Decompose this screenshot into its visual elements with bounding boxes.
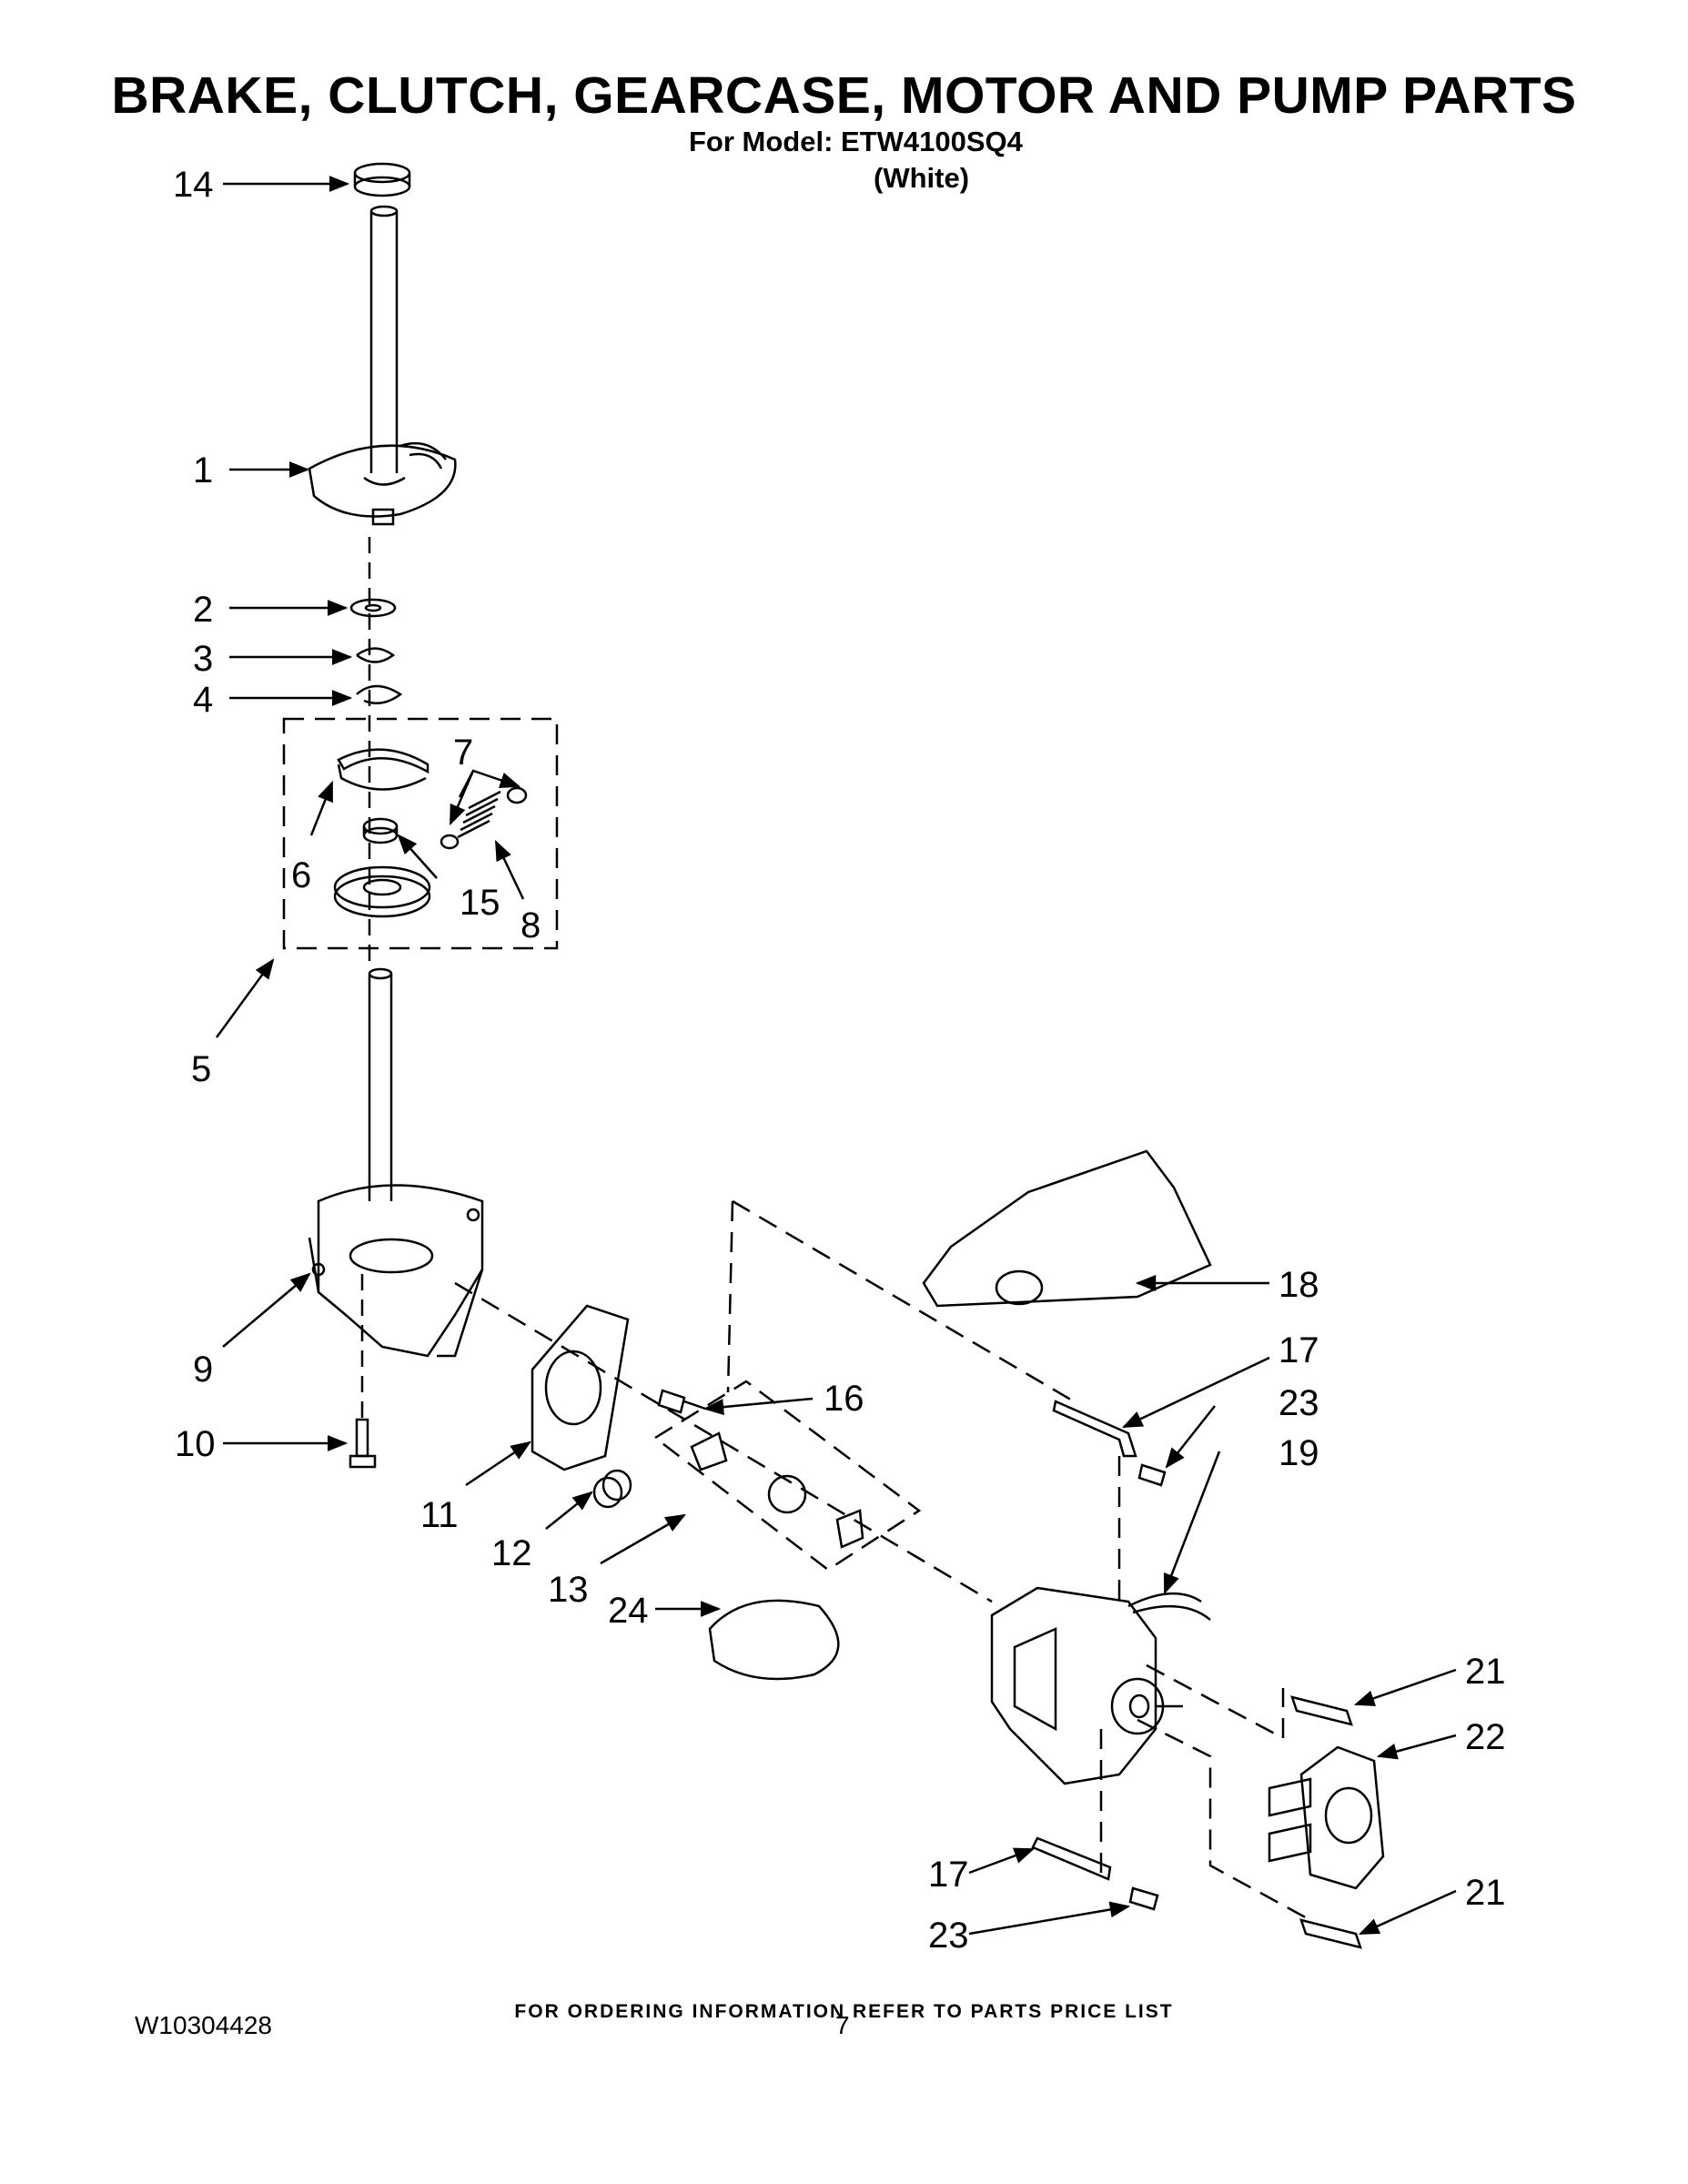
callout-21-upper: 21 <box>1465 1652 1506 1692</box>
callout-2: 2 <box>193 590 213 630</box>
callout-15: 15 <box>460 883 500 923</box>
leader-21a <box>1353 1668 1457 1706</box>
part-17-bracket-upper <box>1052 1400 1137 1458</box>
leader-8 <box>494 839 525 900</box>
part-5-clutch-group-box <box>282 717 559 950</box>
leader-21b <box>1358 1889 1457 1936</box>
leader-23a <box>1165 1405 1216 1469</box>
part-21-clip-lower <box>1299 1918 1362 1949</box>
leader-11 <box>465 1441 531 1487</box>
part-23-screw-lower <box>1128 1886 1159 1911</box>
page-number: 7 <box>835 2011 850 2039</box>
shield-hole <box>995 1269 1044 1306</box>
callout-13: 13 <box>548 1570 589 1610</box>
callout-19: 19 <box>1279 1433 1319 1473</box>
coupling-pieces <box>690 1431 864 1549</box>
part-12-bushing <box>592 1469 632 1509</box>
callout-8: 8 <box>521 905 541 945</box>
part-17-bracket-lower <box>1031 1836 1112 1881</box>
callout-23-lower: 23 <box>928 1916 969 1956</box>
callout-16: 16 <box>824 1379 864 1419</box>
ordering-note: FOR ORDERING INFORMATION REFER TO PARTS … <box>514 2001 1174 2022</box>
page-title: BRAKE, CLUTCH, GEARCASE, MOTOR AND PUMP … <box>111 66 1577 125</box>
leader-15 <box>397 834 438 879</box>
part-21-clip-upper <box>1290 1695 1353 1726</box>
leader-17a <box>1121 1356 1270 1429</box>
callout-23-upper: 23 <box>1279 1383 1319 1423</box>
callout-4: 4 <box>193 680 213 720</box>
callout-18: 18 <box>1279 1265 1319 1305</box>
part-8-spring <box>440 786 528 850</box>
callout-14: 14 <box>173 165 214 205</box>
guide-dash-c <box>1099 1456 1121 1875</box>
leader-13 <box>600 1513 686 1565</box>
callout-9: 9 <box>193 1350 213 1390</box>
spin-tube <box>369 205 399 473</box>
leader-6 <box>309 780 334 836</box>
part-9-gearcase <box>308 1184 484 1358</box>
part-11-mounting-plate <box>531 1304 630 1471</box>
document-code: W10304428 <box>135 2011 273 2039</box>
leader-7b <box>449 770 475 826</box>
part-14-seal <box>353 162 411 197</box>
part-2-washer <box>349 598 397 618</box>
clutch-pulley <box>333 865 431 918</box>
callout-5: 5 <box>191 1049 211 1089</box>
part-4-ring <box>356 684 403 705</box>
part-23-screw-upper <box>1137 1463 1167 1487</box>
part-15-hub <box>362 817 399 844</box>
part-10-screw <box>349 1418 377 1469</box>
leader-19 <box>1163 1451 1221 1595</box>
part-1-brake-assembly <box>308 441 457 526</box>
callout-12: 12 <box>491 1533 532 1573</box>
callout-labels: 14 1 2 3 4 7 6 15 8 5 18 17 23 19 16 9 1… <box>173 165 1506 1956</box>
model-number: For Model: ETW4100SQ4 <box>689 126 1023 157</box>
leader-16 <box>702 1397 814 1416</box>
callout-22: 22 <box>1465 1717 1506 1757</box>
callout-6: 6 <box>291 855 311 895</box>
leader-9 <box>222 1272 311 1348</box>
part-3-clip <box>356 647 396 663</box>
leader-12 <box>545 1491 593 1530</box>
guide-dash-b <box>454 1281 993 1603</box>
model-color: (White) <box>874 162 970 194</box>
guide-dash-d <box>1137 1663 1311 1922</box>
callout-10: 10 <box>175 1424 216 1464</box>
callout-1: 1 <box>193 450 213 490</box>
part-16-bolt <box>657 1389 706 1414</box>
leader-5 <box>215 958 275 1038</box>
part-19-motor <box>990 1586 1211 1785</box>
callout-11: 11 <box>420 1495 459 1535</box>
part-6-clutch-band <box>337 748 430 791</box>
callout-24: 24 <box>608 1591 649 1631</box>
part-24-pad <box>708 1599 840 1681</box>
drive-shaft <box>368 967 393 1201</box>
callout-21-lower: 21 <box>1465 1873 1506 1913</box>
part-18-shield <box>922 1149 1212 1308</box>
callout-3: 3 <box>193 639 213 679</box>
leader-17b <box>968 1847 1036 1875</box>
leader-23b <box>968 1901 1131 1936</box>
guide-dash-a <box>726 1199 1075 1403</box>
leader-22 <box>1376 1734 1457 1760</box>
callout-17-lower: 17 <box>928 1855 969 1895</box>
part-22-pump <box>1268 1745 1385 1890</box>
callout-7: 7 <box>453 733 473 773</box>
callout-17-upper: 17 <box>1279 1330 1319 1370</box>
